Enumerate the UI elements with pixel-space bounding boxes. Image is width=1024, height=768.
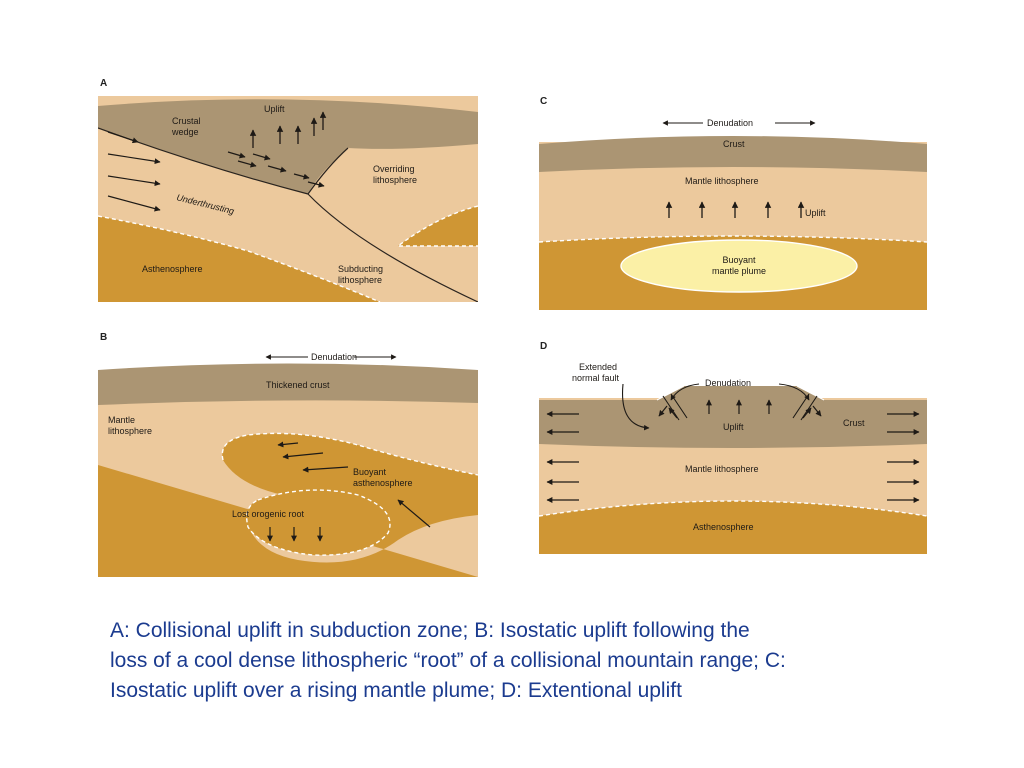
asthenosphere-label: Asthenosphere <box>693 522 754 532</box>
crust-shape <box>539 386 927 448</box>
panel-c-plume: Denudation Crust Mantle lithosphere Upli… <box>539 112 927 310</box>
crust-label: Crust <box>843 418 865 428</box>
lost-orogenic-root-label: Lost orogenic root <box>232 509 305 519</box>
uplift-label: Uplift <box>723 422 744 432</box>
crustal-wedge-shape <box>98 99 478 194</box>
denudation-label: Denudation <box>705 378 751 388</box>
asthenosphere-shape <box>539 501 927 554</box>
lost-root-shape <box>246 489 391 556</box>
crust-shape <box>98 363 478 405</box>
denudation-label: Denudation <box>707 118 753 128</box>
plume-shape <box>620 239 858 293</box>
asthenosphere-right-shape <box>398 206 478 246</box>
caption-line-2: loss of a cool dense lithospheric “root”… <box>110 649 786 672</box>
panel-b-label: B <box>100 332 108 343</box>
uplift-label: Uplift <box>805 208 826 218</box>
thickened-crust-label: Thickened crust <box>266 380 330 390</box>
asthenosphere-label: Asthenosphere <box>142 264 203 274</box>
panel-c-label: C <box>540 96 548 107</box>
figure-caption: A: Collisional uplift in subduction zone… <box>110 616 990 706</box>
uplift-label: Uplift <box>264 104 285 114</box>
asthenosphere-shape <box>98 216 380 302</box>
crust-label: Crust <box>723 139 745 149</box>
caption-line-1: A: Collisional uplift in subduction zone… <box>110 619 750 642</box>
panel-a-label: A <box>100 78 108 89</box>
denudation-label: Denudation <box>311 352 357 362</box>
mantle-lithosphere-label: Mantle lithosphere <box>685 176 759 186</box>
caption-line-3: Isostatic uplift over a rising mantle pl… <box>110 679 682 702</box>
mantle-lithosphere-label: Mantle lithosphere <box>685 464 759 474</box>
panel-d-label: D <box>540 341 548 352</box>
crust-shape <box>539 136 927 172</box>
